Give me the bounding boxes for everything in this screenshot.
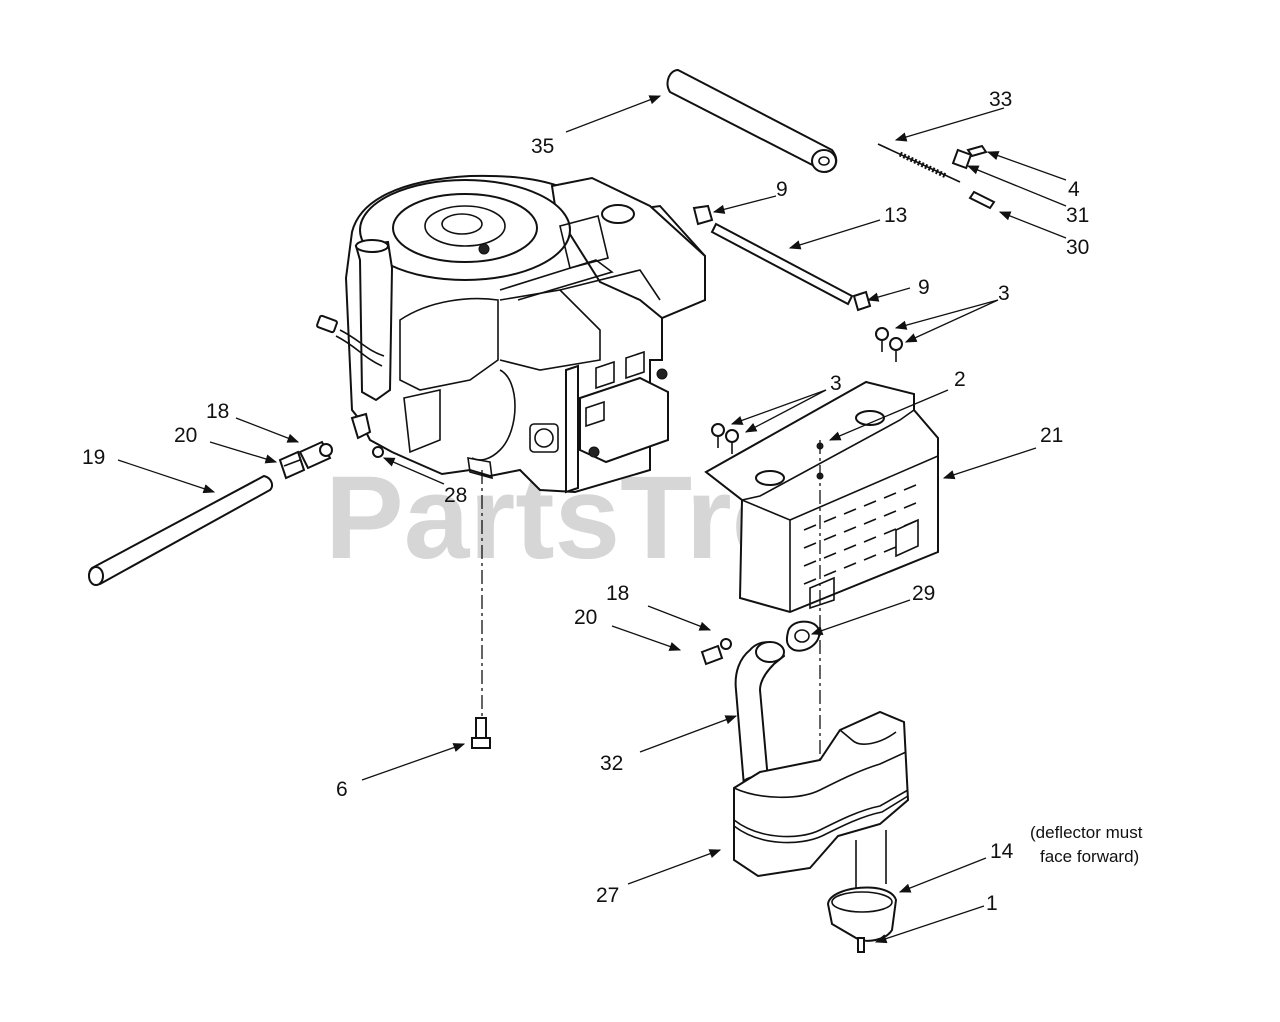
callout-29: 29	[912, 582, 935, 605]
bolt-icon	[711, 327, 903, 454]
callout-6: 6	[336, 778, 348, 801]
engine-icon	[316, 174, 706, 494]
note-line-1: (deflector must	[1030, 823, 1143, 842]
callout-18b: 18	[606, 582, 629, 605]
rod-icon	[692, 204, 872, 312]
deflector-icon	[826, 830, 898, 942]
callout-20: 20	[174, 424, 197, 447]
callout-13: 13	[884, 204, 907, 227]
nut-icon	[372, 446, 384, 458]
grip-tube-icon	[666, 68, 838, 174]
callout-30: 30	[1066, 236, 1089, 259]
leader-lines	[117, 95, 1067, 944]
callout-3b: 3	[830, 372, 842, 395]
callout-14: 14	[990, 840, 1014, 863]
bolt-icon	[857, 937, 865, 953]
callout-labels: 35 33 9 4 13 31 30 9 3 18 20 19 3 2 21 2…	[82, 88, 1089, 915]
callout-28: 28	[444, 484, 467, 507]
callout-9b: 9	[918, 276, 930, 299]
heat-shield-icon	[704, 380, 939, 614]
fitting-icon	[700, 638, 732, 666]
callout-9: 9	[776, 178, 788, 201]
hose-icon	[88, 474, 273, 586]
note-line-2: face forward)	[1040, 847, 1139, 866]
callout-3: 3	[998, 282, 1010, 305]
callout-4: 4	[1068, 178, 1080, 201]
callout-1: 1	[986, 892, 998, 915]
callout-32: 32	[600, 752, 623, 775]
callout-19: 19	[82, 446, 105, 469]
spring-icon	[877, 143, 996, 210]
muffler-icon	[733, 710, 910, 878]
callout-27: 27	[596, 884, 619, 907]
clamp-icon	[278, 450, 306, 480]
callout-35: 35	[531, 135, 554, 158]
callout-31: 31	[1066, 204, 1089, 227]
callout-21: 21	[1040, 424, 1063, 447]
fitting-icon	[298, 440, 333, 470]
callout-20b: 20	[574, 606, 597, 629]
callout-18: 18	[206, 400, 229, 423]
gasket-icon	[785, 620, 821, 652]
callout-2: 2	[954, 368, 966, 391]
callout-33: 33	[989, 88, 1012, 111]
bolt-icon	[471, 717, 491, 749]
